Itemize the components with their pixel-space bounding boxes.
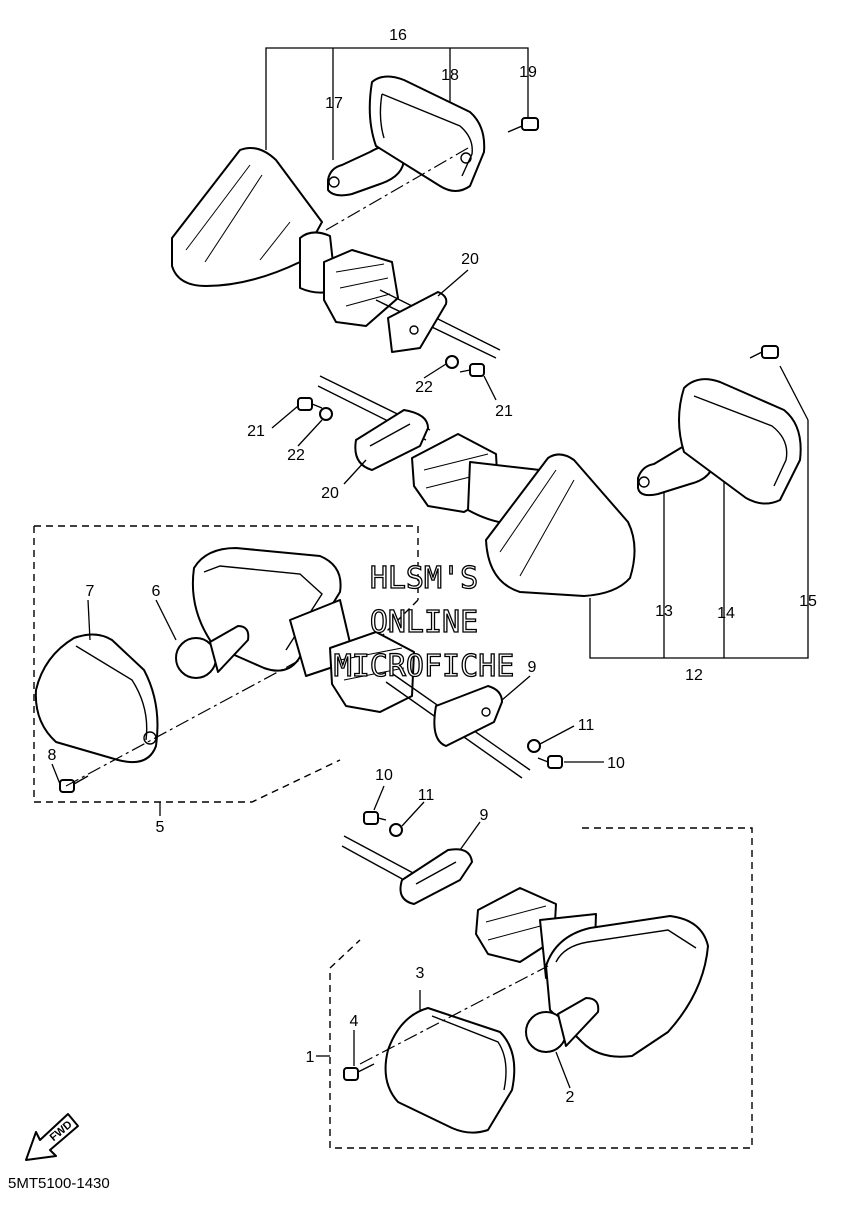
stay-20-mid [354,409,429,471]
callout-15: 15 [799,593,817,610]
callout-22-top: 22 [415,379,433,396]
callout-4: 4 [350,1013,359,1030]
flasher-body-12 [485,453,636,597]
fwd-arrow-icon: FWD [25,1113,79,1161]
washer-11-bottom [389,823,403,837]
callout-16: 16 [389,27,407,44]
callout-10-bottom: 10 [375,767,393,784]
screw-8 [59,775,89,793]
watermark-line-2: ONLINE [370,605,478,640]
diagram-code: 5MT5100-1430 [8,1175,110,1192]
callout-3: 3 [416,965,425,982]
bulb-2 [525,997,600,1053]
callout-11-bottom: 11 [418,787,435,804]
screw-19 [507,117,539,133]
callout-10-top: 10 [607,755,625,772]
front-right-flasher-assembly [33,525,604,816]
screw-21-top [459,363,485,377]
flasher-body-16 [171,147,323,287]
callout-22-mid: 22 [287,447,305,464]
lens-3 [384,1007,516,1134]
screw-10-top [537,755,563,769]
bulb-6 [175,625,250,679]
callout-9-bottom: 9 [480,807,489,824]
washer-22-mid [319,407,333,421]
lens-7 [34,633,159,764]
callout-labels: 16 17 18 19 20 22 21 21 22 20 13 14 15 1… [48,27,817,1106]
lens-18 [368,75,486,192]
flasher-grommet-top [323,249,399,327]
watermark-line-3: MICROFICHE [334,649,515,684]
callout-18: 18 [441,67,459,84]
flasher-grommet-5 [329,631,415,713]
callout-21-top: 21 [495,403,513,420]
callout-12: 12 [685,667,703,684]
washer-11-top [527,739,541,753]
screw-4 [343,1063,375,1081]
callout-17: 17 [325,95,343,112]
callout-19: 19 [519,64,537,81]
callout-14: 14 [717,605,735,622]
front-left-flasher-assembly [316,785,753,1149]
callout-6: 6 [152,583,161,600]
rear-left-flasher-assembly [271,345,809,659]
callout-13: 13 [655,603,673,620]
flasher-grommet-1 [475,887,557,963]
callout-8: 8 [48,747,57,764]
callout-11-top: 11 [578,717,595,734]
callout-7: 7 [86,583,95,600]
stay-9-bottom [399,848,473,905]
screw-21-mid [297,397,323,411]
stay-20-top [387,291,448,353]
callout-20-top: 20 [461,251,479,268]
callout-9-top: 9 [528,659,537,676]
callout-21-mid: 21 [247,423,265,440]
washer-22-top [445,355,459,369]
screw-10-bottom [363,811,387,825]
lens-14 [678,378,802,505]
watermark-line-1: HLSM'S [370,561,478,596]
callout-5: 5 [156,819,165,836]
stay-9-top [433,685,503,747]
watermark: HLSM'S ONLINE MICROFICHE [333,560,515,684]
callout-1: 1 [306,1049,315,1066]
screw-15 [749,345,779,359]
callout-20-mid: 20 [321,485,339,502]
callout-2: 2 [566,1089,575,1106]
rear-right-flasher-assembly [171,47,539,401]
